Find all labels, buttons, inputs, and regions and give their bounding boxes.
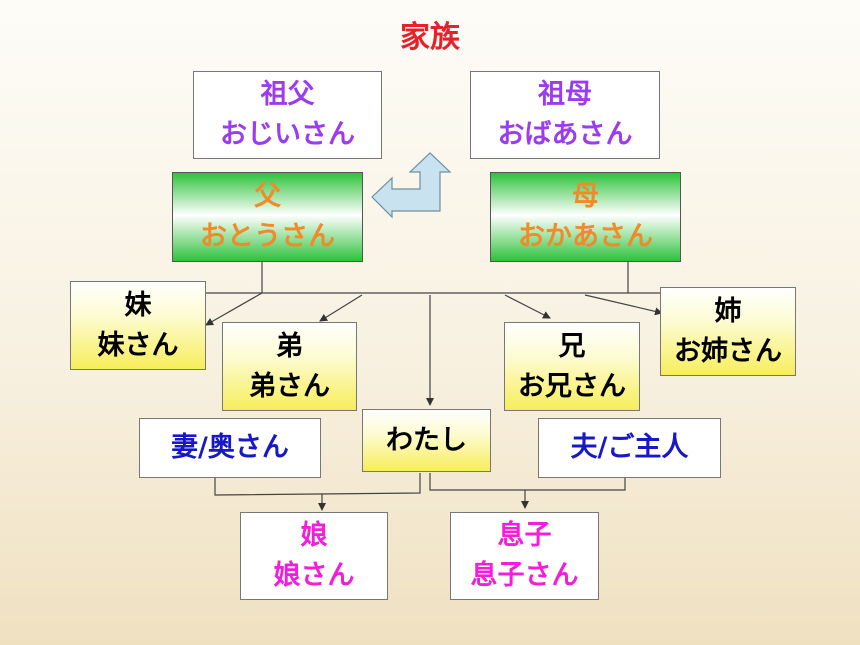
- node-grandfather: 祖父 おじいさん: [193, 71, 382, 159]
- arrow-to-older-sister: [584, 294, 663, 316]
- node-husband: 夫/ご主人: [538, 418, 721, 478]
- older-brother-kanji: 兄: [558, 330, 586, 362]
- father-reading: おとうさん: [200, 221, 335, 252]
- older-sister-reading: お姉さん: [674, 335, 782, 367]
- older-sister-kanji: 姉: [714, 295, 742, 327]
- me-label: わたし: [386, 424, 467, 456]
- grandfather-kanji: 祖父: [260, 79, 315, 110]
- node-younger-sister: 妹 妹さん: [70, 281, 206, 370]
- daughter-reading: 娘さん: [273, 560, 355, 591]
- son-kanji: 息子: [497, 520, 552, 551]
- older-brother-reading: お兄さん: [518, 370, 626, 402]
- wife-label: 妻/奥さん: [171, 432, 289, 463]
- curved-arrow-icon: [371, 152, 452, 219]
- child-connector-left: [214, 473, 421, 496]
- mother-reading: おかあさん: [518, 221, 653, 252]
- younger-sister-kanji: 妹: [124, 289, 152, 321]
- node-son: 息子 息子さん: [450, 512, 599, 600]
- node-older-sister: 姉 お姉さん: [660, 287, 796, 376]
- grandfather-reading: おじいさん: [220, 119, 355, 150]
- husband-label: 夫/ご主人: [570, 432, 689, 463]
- node-mother: 母 おかあさん: [490, 172, 681, 262]
- node-wife: 妻/奥さん: [139, 418, 321, 478]
- grandmother-kanji: 祖母: [538, 79, 592, 110]
- node-younger-brother: 弟 弟さん: [222, 322, 357, 411]
- parent-connector: [205, 262, 690, 294]
- younger-brother-kanji: 弟: [276, 330, 303, 362]
- grandmother-reading: おばあさん: [497, 119, 633, 150]
- node-father: 父 おとうさん: [172, 172, 363, 262]
- node-grandmother: 祖母 おばあさん: [470, 71, 660, 159]
- daughter-kanji: 娘: [300, 520, 328, 551]
- node-older-brother: 兄 お兄さん: [504, 322, 640, 411]
- arrow-to-younger-sister: [205, 292, 263, 326]
- node-daughter: 娘 娘さん: [240, 512, 388, 600]
- younger-brother-reading: 弟さん: [249, 370, 330, 402]
- arrow-to-younger-brother: [319, 294, 363, 322]
- child-connector-right: [429, 473, 626, 491]
- arrow-to-older-brother: [504, 294, 551, 319]
- father-kanji: 父: [254, 181, 281, 212]
- son-reading: 息子さん: [470, 560, 579, 591]
- node-me: わたし: [362, 409, 491, 472]
- mother-kanji: 母: [572, 181, 599, 212]
- younger-sister-reading: 妹さん: [97, 329, 179, 361]
- diagram-title: 家族: [400, 20, 460, 55]
